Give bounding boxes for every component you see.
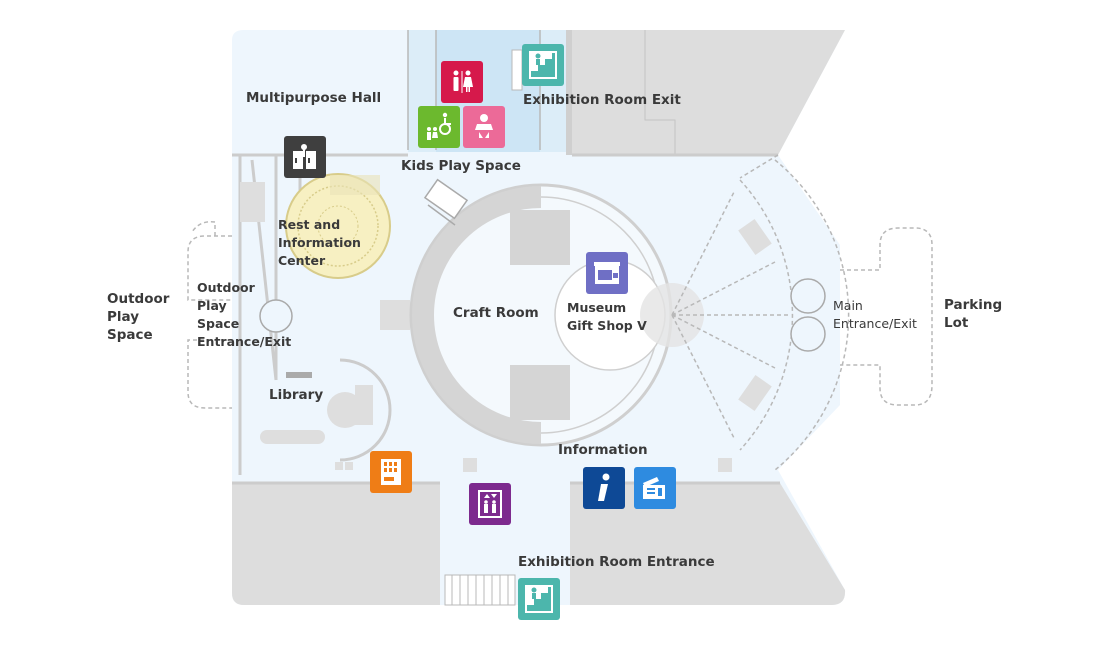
rest-info-line1: Rest and	[278, 217, 341, 232]
ticket-icon[interactable]	[634, 467, 676, 509]
stairs-icon[interactable]	[522, 44, 564, 86]
stairs-entrance-icon[interactable]	[518, 578, 560, 620]
elevator-icon[interactable]	[469, 483, 511, 525]
outdoor-play-line3: Space	[107, 327, 153, 343]
exhibition-room-exit-label: Exhibition Room Exit	[523, 92, 681, 108]
craft-room-label: Craft Room	[453, 305, 539, 321]
bottom-stairs	[444, 574, 516, 606]
top-gallery-inner	[644, 30, 676, 155]
information-label: Information	[558, 442, 648, 458]
rest-info-line2: Information	[278, 235, 361, 250]
rest-info-center-label: Rest and Information Center	[278, 216, 361, 270]
outdoor-entrance-outline	[187, 235, 232, 409]
top-gallery-block	[570, 30, 845, 155]
outdoor-door	[259, 299, 293, 333]
bottom-gallery-block	[232, 483, 440, 605]
library-area	[339, 358, 392, 462]
craft-room-ring	[412, 186, 542, 444]
accessible-restroom-icon[interactable]	[418, 106, 460, 148]
gift-shop-line1: Museum	[567, 300, 627, 315]
parking-line2: Lot	[944, 315, 969, 331]
outdoor-entrance-line1: Outdoor	[197, 280, 255, 295]
restroom-icon[interactable]	[441, 61, 483, 103]
vending-machine-icon[interactable]	[370, 451, 412, 493]
main-door-bottom	[790, 316, 826, 352]
outdoor-play-line1: Outdoor	[107, 291, 170, 307]
parking-outline	[840, 227, 933, 406]
exhibition-room-entrance-label: Exhibition Room Entrance	[518, 554, 715, 570]
gift-shop-label: Museum Gift Shop V	[567, 299, 647, 335]
outdoor-entrance-line2: Play	[197, 298, 227, 313]
outdoor-entrance-label: Outdoor Play Space Entrance/Exit	[197, 279, 291, 351]
main-entrance-line1: Main	[833, 298, 863, 313]
main-entrance-label: Main Entrance/Exit	[833, 297, 917, 333]
rest-info-line3: Center	[278, 253, 326, 268]
library-label: Library	[269, 387, 324, 403]
rest-info-center-shape	[285, 173, 391, 279]
parking-lot-label: Parking Lot	[944, 296, 1002, 332]
outdoor-entrance-line3: Space	[197, 316, 240, 331]
parking-line1: Parking	[944, 297, 1003, 313]
information-icon[interactable]	[583, 467, 625, 509]
top-stairs	[511, 49, 523, 91]
main-entrance-sector	[739, 179, 794, 451]
locker-icon[interactable]	[284, 136, 326, 178]
outdoor-entrance-line4: Entrance/Exit	[197, 334, 292, 349]
outdoor-play-space-label: Outdoor Play Space	[107, 290, 169, 344]
baby-changing-icon[interactable]	[463, 106, 505, 148]
main-door-top	[790, 278, 826, 314]
bottom-right-gallery-block	[570, 483, 846, 605]
outdoor-play-line2: Play	[107, 309, 140, 325]
gift-shop-icon[interactable]	[586, 252, 628, 294]
multipurpose-hall-label: Multipurpose Hall	[246, 90, 382, 106]
kids-play-space-label: Kids Play Space	[401, 158, 521, 174]
main-entrance-line2: Entrance/Exit	[833, 316, 917, 331]
gift-shop-line2: Gift Shop V	[567, 318, 647, 333]
